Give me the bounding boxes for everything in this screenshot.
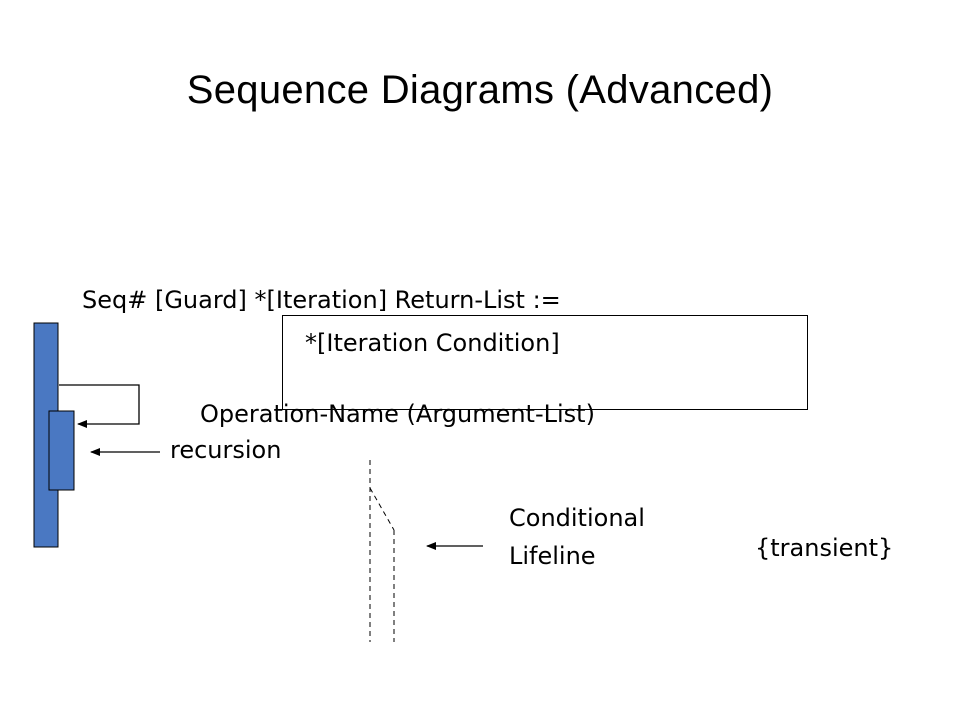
lifeline-branch-diagonal: [369, 487, 395, 531]
recursive-call-arrow: [59, 384, 140, 428]
slide-title: Sequence Diagrams (Advanced): [186, 68, 774, 112]
syntax-line-1: Seq# [Guard] *[Iteration] Return-List :=: [82, 286, 561, 314]
message-syntax: Seq# [Guard] *[Iteration] Return-List :=…: [82, 205, 595, 471]
iteration-condition-label: *[Iteration Condition]: [305, 329, 560, 357]
conditional-lifeline-label: Conditional Lifeline: [509, 504, 645, 570]
nested-activation-bar: [48, 410, 75, 491]
syntax-line-2: Operation-Name (Argument-List): [200, 400, 595, 428]
iteration-condition-box: *[Iteration Condition]: [282, 315, 808, 410]
transient-label: {transient}: [755, 534, 894, 562]
recursion-label: recursion: [170, 436, 282, 464]
